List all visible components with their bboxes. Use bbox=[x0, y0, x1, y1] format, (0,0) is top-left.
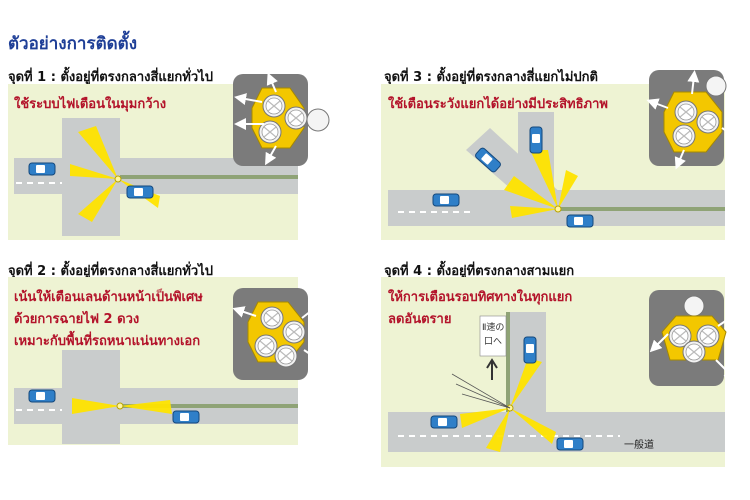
panel-2-subtitle-line: เน้นให้เตือนเลนด้านหน้าเป็นพิเศษ bbox=[14, 290, 203, 305]
panel-4-subtitle-line: ให้การเตือนรอบทิศทางในทุกแยก bbox=[388, 290, 573, 305]
light-beams bbox=[504, 150, 578, 218]
road-sign-text: Ⅱ速の bbox=[482, 322, 504, 333]
car bbox=[126, 185, 154, 199]
car bbox=[566, 214, 594, 228]
panel-4-subtitle-line: ลดอันตราย bbox=[388, 312, 452, 327]
lamp-icon bbox=[649, 290, 741, 386]
warning-light bbox=[114, 175, 122, 183]
panel-1-subtitle: ใช้ระบบไฟเตือนในมุมกว้าง bbox=[14, 94, 166, 116]
panel-3-subtitle: ใช้เตือนระวังแยกได้อย่างมีประสิทธิภาพ bbox=[388, 94, 608, 116]
panel-2-subtitle: เน้นให้เตือนเลนด้านหน้าเป็นพิเศษ ด้วยการ… bbox=[14, 287, 203, 353]
warning-light bbox=[554, 205, 562, 213]
median-strip bbox=[556, 207, 725, 211]
panel-1-scene bbox=[14, 72, 330, 236]
panel-4-scene: Ⅱ速の 口へ 一般道 bbox=[388, 290, 741, 452]
car bbox=[430, 415, 458, 429]
lamp-icon bbox=[232, 288, 327, 380]
light-beams bbox=[460, 358, 556, 452]
panel-3-subtitle-line: ใช้เตือนระวังแยกได้อย่างมีประสิทธิภาพ bbox=[388, 97, 608, 112]
lamp-icon bbox=[233, 72, 330, 166]
car bbox=[28, 162, 56, 176]
median-strip bbox=[506, 312, 510, 412]
warning-light bbox=[116, 402, 124, 410]
page-title: ตัวอย่างการติดตั้ง bbox=[8, 34, 137, 54]
car bbox=[556, 437, 584, 451]
sight-lines bbox=[451, 373, 511, 409]
panel-2-subtitle-line: เหมาะกับพื้นที่รถหนาแน่นทางเอก bbox=[14, 334, 201, 349]
car bbox=[28, 389, 56, 403]
car bbox=[432, 193, 460, 207]
car bbox=[523, 336, 537, 364]
panel-4-subtitle: ให้การเตือนรอบทิศทางในทุกแยก ลดอันตราย bbox=[388, 287, 572, 331]
road-sign-text: 口へ bbox=[484, 337, 502, 347]
lamp-icon bbox=[646, 70, 744, 170]
panel-3-heading: จุดที่ 3 : ตั้งอยู่ที่ตรงกลางสี่แยกไม่ปก… bbox=[384, 70, 598, 85]
panel-1-subtitle-line: ใช้ระบบไฟเตือนในมุมกว้าง bbox=[14, 97, 167, 112]
panel-1-heading: จุดที่ 1 : ตั้งอยู่ที่ตรงกลางสี่แยกทั่วไ… bbox=[8, 70, 213, 85]
median-strip bbox=[120, 175, 298, 179]
median-strip bbox=[120, 404, 298, 408]
panel-2-heading: จุดที่ 2 : ตั้งอยู่ที่ตรงกลางสี่แยกทั่วไ… bbox=[8, 264, 213, 279]
panel-2-scene bbox=[14, 288, 327, 444]
panel-2-subtitle-line: ด้วยการฉายไฟ 2 ดวง bbox=[14, 312, 140, 327]
road-sign bbox=[479, 315, 507, 357]
car bbox=[172, 410, 200, 424]
light-beams bbox=[72, 398, 172, 414]
road-label: 一般道 bbox=[624, 438, 654, 451]
car bbox=[529, 126, 543, 154]
direction-arrow-icon bbox=[486, 358, 498, 380]
panel-3-scene bbox=[388, 70, 744, 228]
panel-4-heading: จุดที่ 4 : ตั้งอยู่ที่ตรงกลางสามแยก bbox=[384, 264, 575, 279]
